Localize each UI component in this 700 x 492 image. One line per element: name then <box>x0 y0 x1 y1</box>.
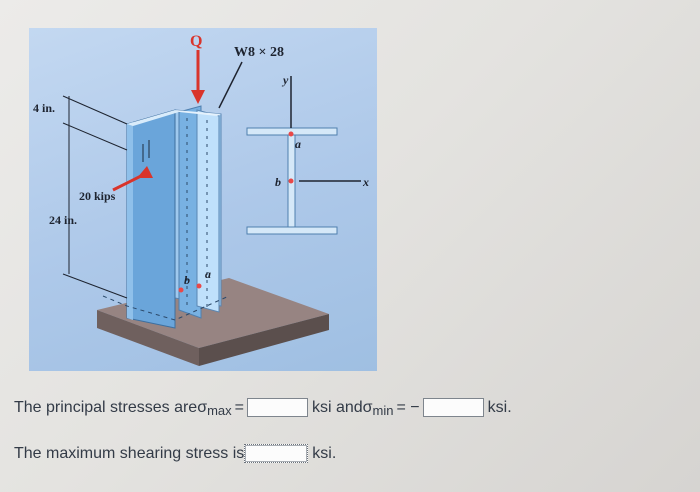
column-web <box>178 105 202 319</box>
column-right-flange <box>196 109 220 313</box>
shear-stress-question: The maximum shearing stress is ksi. <box>14 444 336 463</box>
section-label: W8 × 28 <box>234 45 284 60</box>
section-point-b-marker <box>288 178 294 184</box>
base-plate-side <box>199 314 329 366</box>
base-dashed-outline <box>102 295 230 321</box>
force-label: 20 kips <box>79 189 116 203</box>
sigma-max-subscript: max <box>207 403 232 418</box>
column-top-edge-back <box>175 110 221 116</box>
problem-figure: b a Q W8 × 28 20 kips 4 in. 24 in. y x a… <box>29 28 377 371</box>
force-arrowhead <box>137 166 153 178</box>
dimension-extension-top <box>62 95 128 125</box>
max-shear-input[interactable] <box>244 444 309 463</box>
dimension-top-label: 4 in. <box>33 101 55 115</box>
base-plate-front <box>97 310 199 366</box>
column-diagram: b a Q W8 × 28 20 kips 4 in. 24 in. y x a… <box>33 33 369 366</box>
x-axis-label: x <box>362 175 369 189</box>
dimension-extension-bottom <box>62 273 128 299</box>
sigma-max-input[interactable] <box>246 398 308 417</box>
equals-minus-sign: = − <box>396 398 420 416</box>
column-flange-edge <box>127 122 133 320</box>
equals-sign: = <box>234 398 244 416</box>
point-b-label: b <box>184 273 190 287</box>
y-axis-label: y <box>281 73 289 87</box>
dimension-bottom-label: 24 in. <box>49 213 77 227</box>
section-leader-line <box>218 61 243 109</box>
sigma-min-input[interactable] <box>422 398 484 417</box>
section-point-a-label: a <box>295 137 301 151</box>
base-plate-top <box>97 278 329 348</box>
sigma-min-subscript: min <box>372 403 394 418</box>
point-a-marker <box>196 283 202 289</box>
load-q-arrowhead <box>191 90 205 104</box>
point-a-label: a <box>205 267 211 281</box>
sigma-max-symbol: σ <box>197 398 208 416</box>
column-front-flange <box>126 109 176 329</box>
section-point-b-label: b <box>275 175 281 189</box>
column-top-edge <box>127 110 179 126</box>
section-bottom-flange <box>246 226 338 235</box>
shear-prefix-text: The maximum shearing stress is <box>14 444 245 462</box>
shear-unit-text: ksi. <box>312 444 337 462</box>
and-text: ksi and <box>311 398 363 416</box>
min-unit-text: ksi. <box>487 398 512 416</box>
sigma-min-symbol: σ <box>362 398 373 416</box>
principal-prefix-text: The principal stresses are <box>14 398 198 416</box>
point-b-marker <box>178 287 184 293</box>
load-q-label: Q <box>190 33 202 50</box>
dimension-extension-mid <box>62 122 128 151</box>
section-point-a-marker <box>288 131 294 137</box>
